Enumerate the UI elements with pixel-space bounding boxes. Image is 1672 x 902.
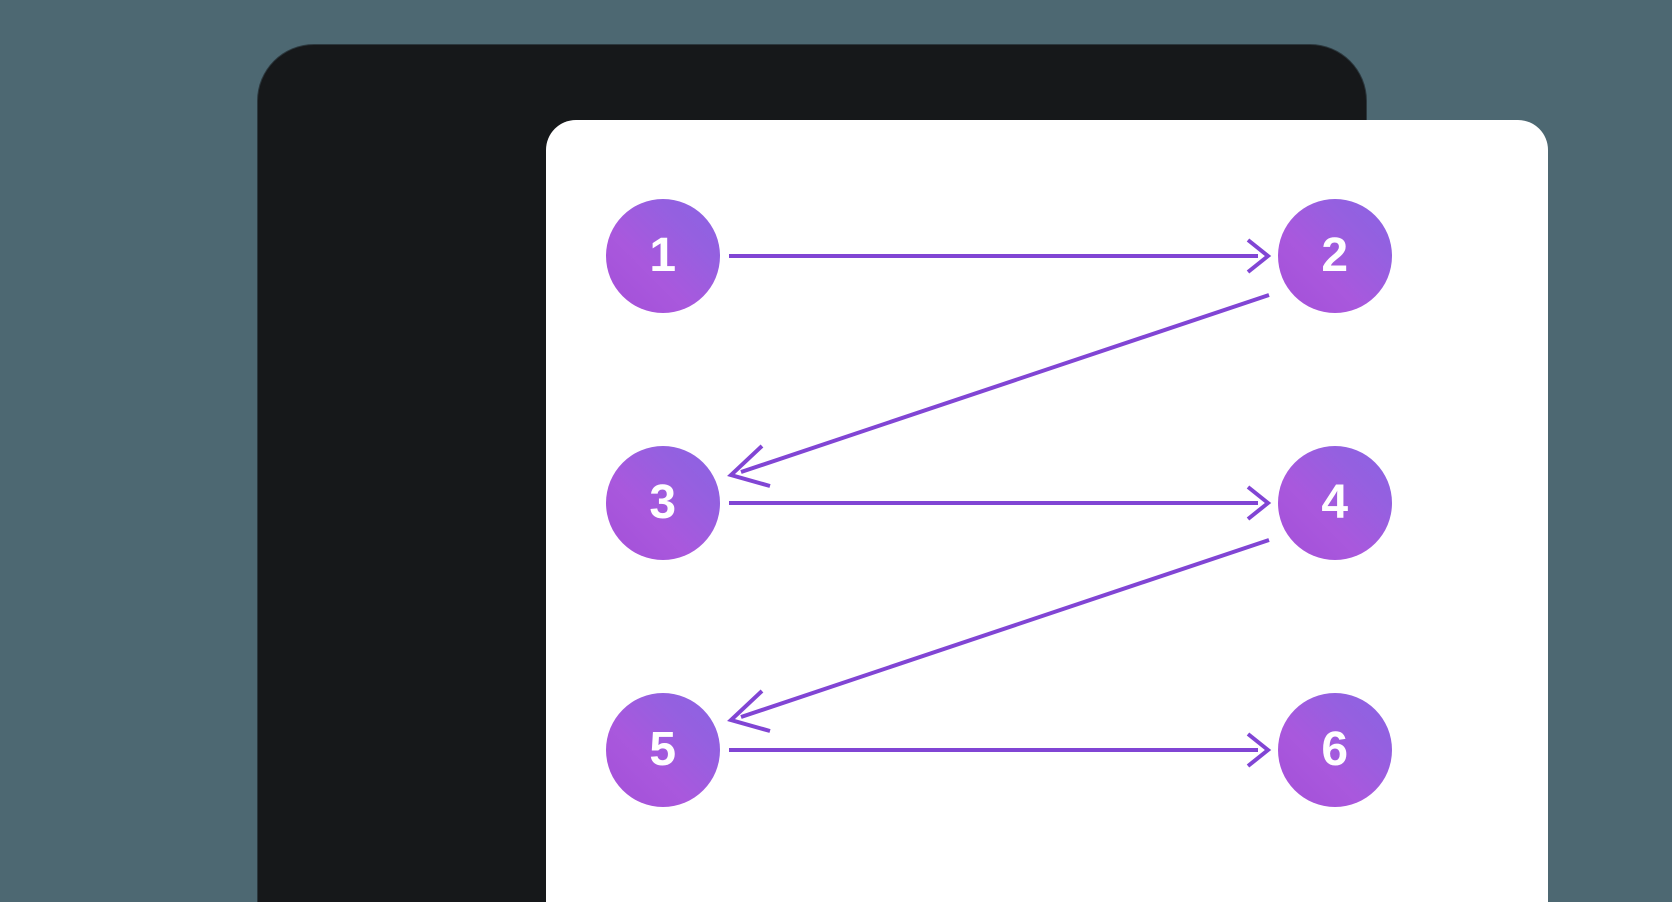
edge-line [740,538,1270,719]
device-frame: 1 2 3 4 5 6 [258,45,1548,902]
node-label: 1 [649,229,677,282]
node-label: 2 [1321,229,1349,282]
arrowhead-icon [1246,485,1272,521]
arrowhead-icon [1246,238,1272,274]
node-label: 6 [1321,723,1349,776]
edge-line [740,293,1270,474]
edge-4-5[interactable] [727,538,1270,733]
diagram-edges-layer [727,238,1272,768]
flow-diagram: 1 2 3 4 5 6 [546,120,1548,902]
diagram-node-2[interactable]: 2 [1278,199,1392,313]
node-label: 3 [649,476,677,529]
node-label: 5 [649,723,677,776]
edge-2-3[interactable] [727,293,1270,488]
edge-3-4[interactable] [729,485,1272,521]
device-screen: 1 2 3 4 5 6 [546,120,1548,902]
diagram-node-4[interactable]: 4 [1278,446,1392,560]
diagram-node-3[interactable]: 3 [606,446,720,560]
diagram-node-6[interactable]: 6 [1278,693,1392,807]
diagram-node-1[interactable]: 1 [606,199,720,313]
edge-5-6[interactable] [729,732,1272,768]
edge-1-2[interactable] [729,238,1272,274]
arrowhead-icon [1246,732,1272,768]
node-label: 4 [1321,476,1349,529]
diagram-node-5[interactable]: 5 [606,693,720,807]
arrowhead-icon [727,689,771,733]
arrowhead-icon [727,444,771,488]
